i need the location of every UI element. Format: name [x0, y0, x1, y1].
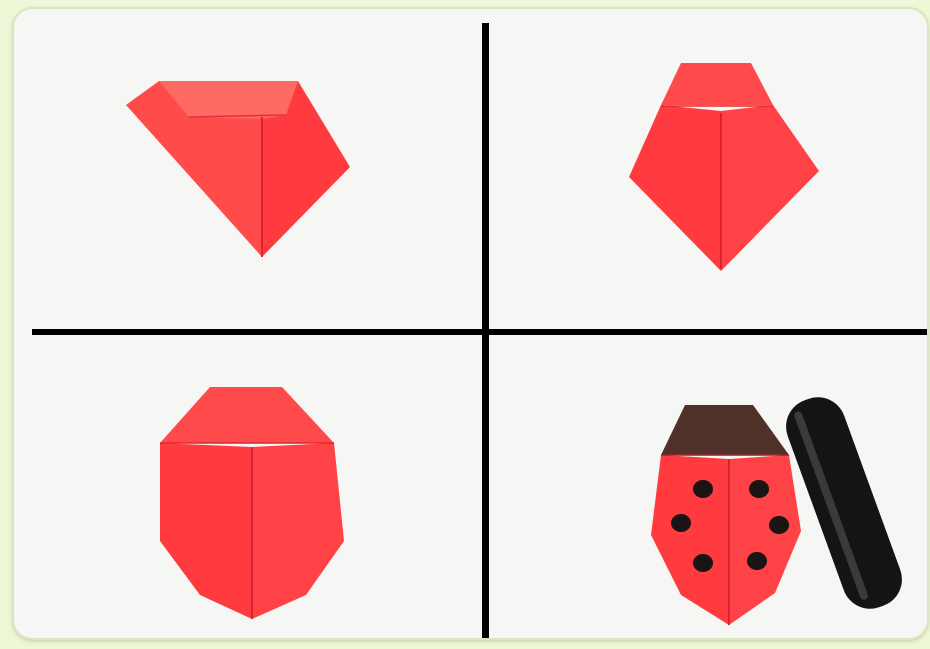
step-1-origami: [14, 9, 484, 329]
step-2-origami: [489, 9, 927, 329]
step-3-origami: [14, 335, 484, 638]
step-1-panel: [14, 9, 484, 329]
ladybug-body-right: [729, 455, 801, 625]
step-4-panel: [489, 335, 927, 638]
step-3-body-left: [160, 443, 252, 619]
step-4-origami: [489, 335, 927, 638]
step-2-head: [661, 63, 773, 105]
step-2-panel: [489, 9, 927, 329]
step-3-panel: [14, 335, 484, 638]
image-frame: [14, 9, 927, 638]
marker-pen: [778, 389, 910, 616]
step-3-body-right: [252, 443, 344, 619]
step-2-body-left: [629, 105, 721, 271]
step-3-head: [160, 387, 334, 443]
ladybug-body-left: [651, 455, 729, 625]
horizontal-divider: [32, 329, 927, 335]
step-2-body-right: [721, 105, 819, 271]
ladybug-head: [661, 405, 789, 455]
